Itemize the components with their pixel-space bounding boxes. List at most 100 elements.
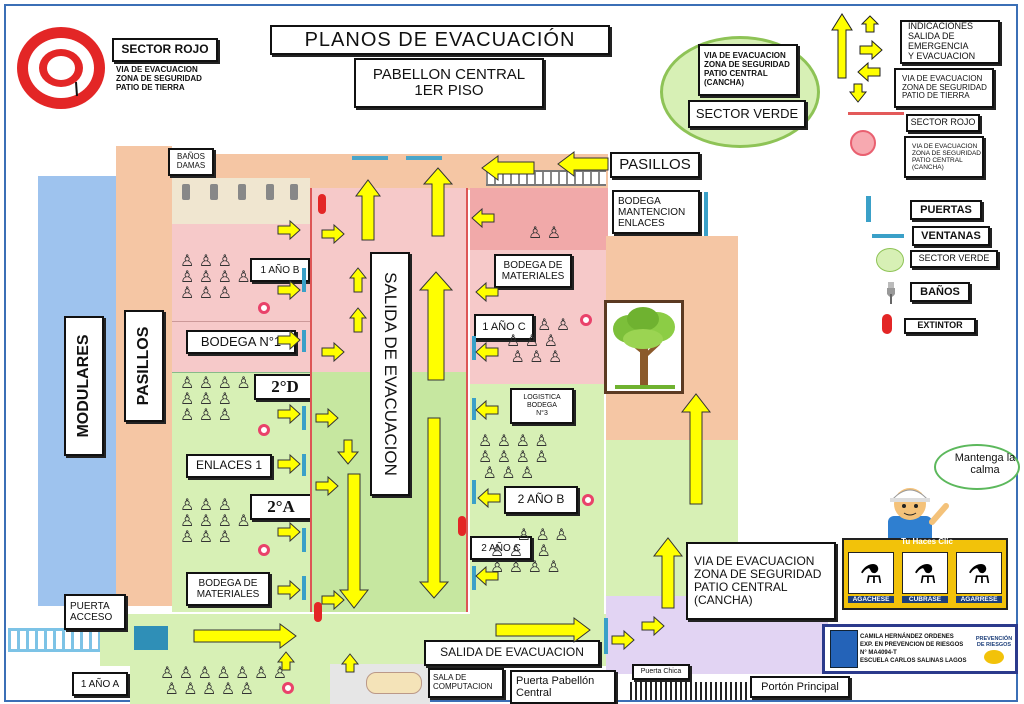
room-1c-label: 1 AÑO C bbox=[474, 314, 534, 340]
room-1a-label: 1 AÑO A bbox=[72, 672, 128, 696]
door-bodega-mantencion bbox=[704, 192, 708, 236]
red-sector-marker-5 bbox=[582, 494, 594, 506]
speech-bubble bbox=[934, 444, 1020, 490]
bodega-materiales-right-label: BODEGA DE MATERIALES bbox=[494, 254, 572, 288]
page-title: PLANOS DE EVACUACIÓN bbox=[270, 25, 610, 55]
room-2c-label: 2 AÑO C bbox=[470, 536, 532, 560]
legend-extinguisher: EXTINTOR bbox=[904, 318, 976, 334]
red-sector-marker-1 bbox=[258, 302, 270, 314]
legend-sector-red: SECTOR ROJO bbox=[906, 114, 980, 132]
credit-line-1: CAMILA HERNÁNDEZ ORDENES bbox=[860, 634, 954, 640]
green-sector-label: SECTOR VERDE bbox=[688, 100, 806, 128]
toilet-icons bbox=[176, 184, 306, 208]
door-left-bodega bbox=[302, 330, 306, 352]
legend-route-green: VIA DE EVACUACION ZONA DE SEGURIDAD PATI… bbox=[904, 136, 984, 178]
red-sector-marker-3 bbox=[258, 544, 270, 556]
logistica-label: LOGISTICA BODEGA N°3 bbox=[510, 388, 574, 424]
step-duck-label: AGACHESE bbox=[848, 596, 894, 604]
green-sector-route: VIA DE EVACUACION ZONA DE SEGURIDAD PATI… bbox=[698, 44, 798, 96]
extinguisher-icon-1 bbox=[318, 194, 326, 214]
legend-windows: VENTANAS bbox=[912, 226, 990, 246]
legend-extinguisher-icon bbox=[882, 314, 892, 334]
mascot-icon bbox=[868, 482, 952, 544]
red-sector-marker-4 bbox=[580, 314, 592, 326]
safety-header: Tu Haces Clic bbox=[901, 537, 953, 546]
door-left-2a bbox=[302, 528, 306, 552]
legend-door-icon bbox=[866, 196, 871, 222]
door-right-logistica bbox=[472, 398, 476, 420]
legend-green-circle-icon bbox=[876, 248, 904, 272]
desks-2a: ♙ ♙ ♙♙ ♙ ♙ ♙♙ ♙ ♙ bbox=[180, 497, 251, 546]
door-left-enlaces bbox=[302, 454, 306, 476]
speech-text: Mantenga la calma bbox=[954, 452, 1016, 477]
door-right-2c bbox=[472, 566, 476, 590]
salida-evacuacion-bottom-label: SALIDA DE EVACUACION bbox=[424, 640, 600, 666]
bodega-1-label: BODEGA N°1 bbox=[186, 330, 296, 354]
enlaces-1-label: ENLACES 1 bbox=[186, 454, 272, 478]
tree-courtyard bbox=[604, 300, 684, 394]
desks-2c: ♙ ♙ ♙♙ ♙ ♙♙ ♙ ♙ ♙ bbox=[490, 527, 569, 576]
extinguisher-icon-2 bbox=[458, 516, 466, 536]
legend-arrows-icon bbox=[831, 13, 883, 103]
legend-baths: BAÑOS bbox=[910, 282, 970, 302]
extinguisher-icon-3 bbox=[314, 602, 322, 622]
sala-computacion-label: SALA DE COMPUTACION bbox=[428, 668, 504, 698]
red-sector-icon bbox=[14, 24, 108, 112]
door-right-2b bbox=[472, 480, 476, 504]
credit-line-2: EXP. EN PREVENCION DE RIESGOS bbox=[860, 642, 964, 648]
credit-line-4: ESCUELA CARLOS SALINAS LAGOS bbox=[860, 658, 967, 664]
page-subtitle: PABELLON CENTRAL 1ER PISO bbox=[354, 58, 544, 108]
entrance-fence-left bbox=[8, 628, 100, 652]
legend-doors: PUERTAS bbox=[910, 200, 982, 220]
desks-2d: ♙ ♙ ♙ ♙♙ ♙ ♙♙ ♙ ♙ bbox=[180, 375, 251, 424]
legend-route-red: VIA DE EVACUACION ZONA DE SEGURIDAD PATI… bbox=[894, 68, 994, 108]
top-hallway-label: PASILLOS bbox=[610, 152, 700, 178]
desks-1b: ♙ ♙ ♙♙ ♙ ♙ ♙♙ ♙ ♙ bbox=[180, 253, 251, 302]
desks-1c: ♙ ♙♙ ♙ ♙ ♙ ♙ ♙ bbox=[506, 317, 571, 366]
desks-2b: ♙ ♙ ♙ ♙♙ ♙ ♙ ♙ ♙ ♙ ♙ bbox=[478, 433, 549, 482]
puerta-acceso-label: PUERTA ACCESO bbox=[64, 594, 126, 630]
bodega-mantencion-label: BODEGA MANTENCION ENLACES bbox=[612, 190, 700, 234]
step-hold-label: AGARRESE bbox=[956, 596, 1002, 604]
central-exit-label: SALIDA DE EVACUACION bbox=[370, 252, 410, 496]
desks-top-right: ♙ ♙ bbox=[528, 225, 562, 242]
red-sector-marker-2 bbox=[258, 424, 270, 436]
fence-bottom bbox=[630, 682, 750, 700]
window-top-1 bbox=[352, 156, 388, 160]
entrance-block bbox=[134, 626, 168, 650]
desks-1a: ♙ ♙ ♙ ♙ ♙ ♙ ♙ ♙ ♙ ♙ ♙ ♙ bbox=[160, 665, 288, 698]
school-logo-icon bbox=[830, 630, 858, 668]
door-entrance bbox=[604, 618, 608, 654]
door-left-materiales bbox=[302, 576, 306, 600]
legend-sector-green: SECTOR VERDE bbox=[910, 250, 998, 268]
banos-damas-label: BAÑOS DAMAS bbox=[168, 148, 214, 176]
door-left-2d bbox=[302, 406, 306, 430]
credit-badge-right: PREVENCIÓN DE RIESGOS bbox=[975, 636, 1013, 649]
credit-line-3: N° MA4094-T bbox=[860, 650, 897, 656]
door-right-1c bbox=[472, 336, 476, 360]
legend-indications: INDICACIONES SALIDA DE EMERGENCIA Y EVAC… bbox=[900, 20, 1000, 64]
computer-tables bbox=[366, 672, 422, 694]
legend-red-circle-icon bbox=[850, 130, 876, 156]
legend-red-line bbox=[848, 112, 904, 115]
step-cover-icon: ⚗ bbox=[902, 552, 948, 594]
red-sector-marker-6 bbox=[282, 682, 294, 694]
red-sector-route: VIA DE EVACUACION ZONA DE SEGURIDAD PATI… bbox=[116, 65, 202, 92]
puerta-chica-label: Puerta Chica bbox=[632, 664, 690, 680]
legend-toilet-icon bbox=[886, 282, 896, 304]
room-2b-label: 2 AÑO B bbox=[504, 486, 578, 514]
porton-principal-label: Portón Principal bbox=[750, 676, 850, 698]
step-cover-label: CUBRASE bbox=[902, 596, 948, 604]
window-top-2 bbox=[406, 156, 442, 160]
modulares-label: MODULARES bbox=[64, 316, 104, 456]
step-hold-icon: ⚗ bbox=[956, 552, 1002, 594]
bodega-materiales-left-label: BODEGA DE MATERIALES bbox=[186, 572, 270, 606]
room-1b-label: 1 AÑO B bbox=[250, 258, 310, 282]
step-duck-icon: ⚗ bbox=[848, 552, 894, 594]
door-left-1b bbox=[302, 268, 306, 292]
room-1a bbox=[130, 664, 330, 704]
prevention-logo-icon bbox=[984, 650, 1004, 664]
via-cancha-label: VIA DE EVACUACION ZONA DE SEGURIDAD PATI… bbox=[686, 542, 836, 620]
puerta-pabellon-label: Puerta Pabellón Central bbox=[510, 670, 616, 704]
